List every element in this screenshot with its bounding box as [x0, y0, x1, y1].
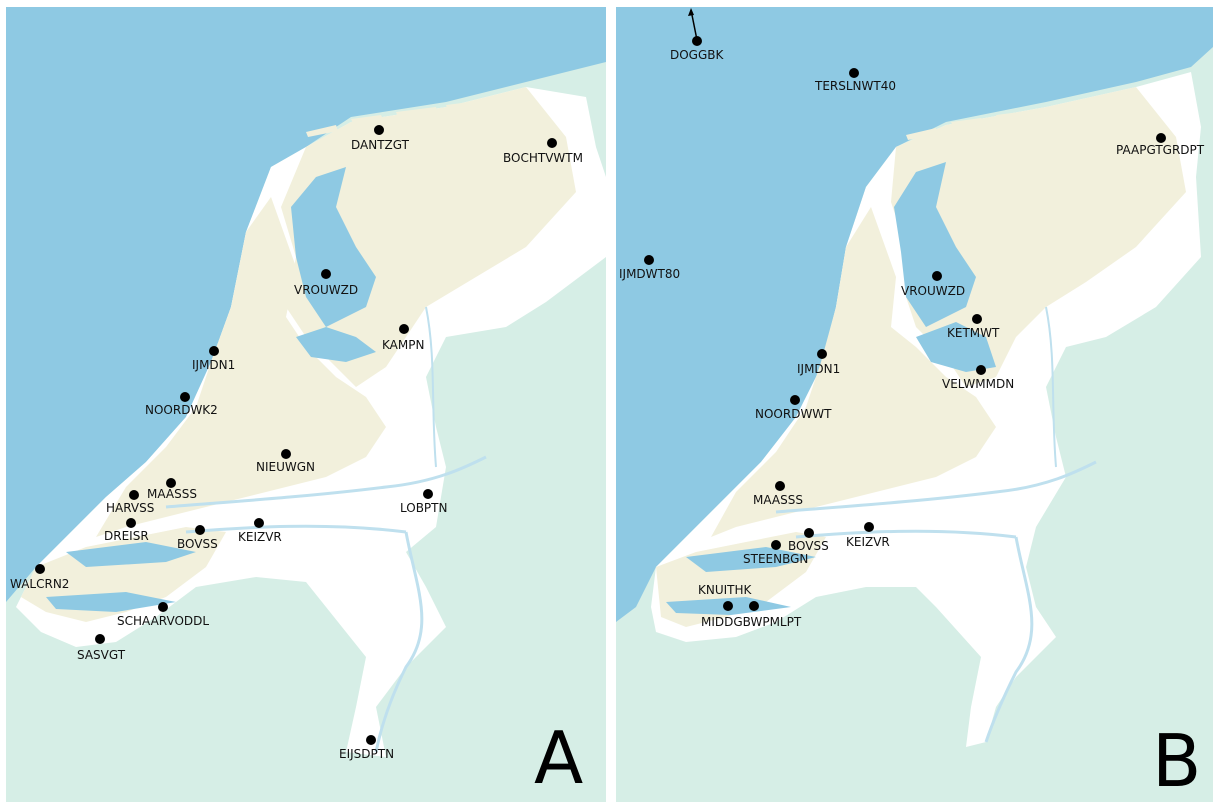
map-panel-b: DOGGBK TERSLNWT40 PAAPGTGRDPT IJMDWT80 V… [616, 7, 1213, 802]
station-label: KEIZVR [846, 535, 890, 549]
station-marker [399, 324, 409, 334]
station-marker [195, 525, 205, 535]
station-marker [749, 601, 759, 611]
station-label: BOVSS [177, 537, 218, 551]
station-label: VELWMMDN [942, 377, 1015, 391]
station-label: DREISR [104, 529, 149, 543]
station-label: SASVGT [77, 648, 126, 662]
station-marker [849, 68, 859, 78]
station-marker [166, 478, 176, 488]
station-label: VROUWZD [294, 283, 359, 297]
station-marker [281, 449, 291, 459]
station-label: KAMPN [382, 338, 425, 352]
station-marker [129, 490, 139, 500]
station-marker [932, 271, 942, 281]
station-marker [366, 735, 376, 745]
station-label: HARVSS [106, 501, 155, 515]
station-marker [1156, 133, 1166, 143]
station-marker [864, 522, 874, 532]
station-label: KEIZVR [238, 530, 282, 544]
station-label: IJMDN1 [192, 358, 236, 372]
station-label: DOGGBK [670, 48, 724, 62]
station-marker [775, 481, 785, 491]
station-marker [158, 602, 168, 612]
panel-letter-b: B [1152, 719, 1202, 802]
station-label: IJMDN1 [797, 362, 841, 376]
station-marker [817, 349, 827, 359]
station-label: MAASSS [753, 493, 803, 507]
station-label: WALCRN2 [10, 577, 70, 591]
station-label: MAASSS [147, 487, 197, 501]
station-marker [254, 518, 264, 528]
station-marker [771, 540, 781, 550]
station-marker [95, 634, 105, 644]
station-label: KETMWT [947, 326, 1000, 340]
station-marker [644, 255, 654, 265]
station-marker [804, 528, 814, 538]
station-label: LOBPTN [400, 501, 448, 515]
station-marker [547, 138, 557, 148]
station-label: STEENBGN [743, 552, 809, 566]
station-label: KNUITHK [698, 583, 752, 597]
map-background-b [616, 7, 1213, 802]
station-label: NIEUWGN [256, 460, 316, 474]
station-marker [209, 346, 219, 356]
station-label: MIDDGBWPMLPT [701, 615, 802, 629]
station-label: IJMDWT80 [619, 267, 681, 281]
station-marker [180, 392, 190, 402]
station-label: TERSLNWT40 [815, 79, 896, 93]
station-label: BOCHTVWTM [503, 151, 583, 165]
station-marker [374, 125, 384, 135]
station-marker [972, 314, 982, 324]
station-marker [723, 601, 733, 611]
station-label: VROUWZD [901, 284, 966, 298]
station-label: EIJSDPTN [339, 747, 395, 761]
station-marker [976, 365, 986, 375]
station-label: NOORDWK2 [145, 403, 218, 417]
station-label: SCHAARVODDL [117, 614, 210, 628]
station-marker [423, 489, 433, 499]
panel-letter-a: A [534, 716, 584, 800]
station-marker [321, 269, 331, 279]
station-marker [790, 395, 800, 405]
station-label: BOVSS [788, 539, 829, 553]
station-marker [126, 518, 136, 528]
map-panel-a: DANTZGT BOCHTVWTM VROUWZD KAMPN IJMDN1 N… [6, 7, 606, 802]
station-marker [35, 564, 45, 574]
map-background-a [6, 7, 606, 802]
station-label: NOORDWWT [755, 407, 832, 421]
station-label: DANTZGT [351, 138, 409, 152]
station-label: PAAPGTGRDPT [1116, 143, 1205, 157]
station-marker [692, 36, 702, 46]
